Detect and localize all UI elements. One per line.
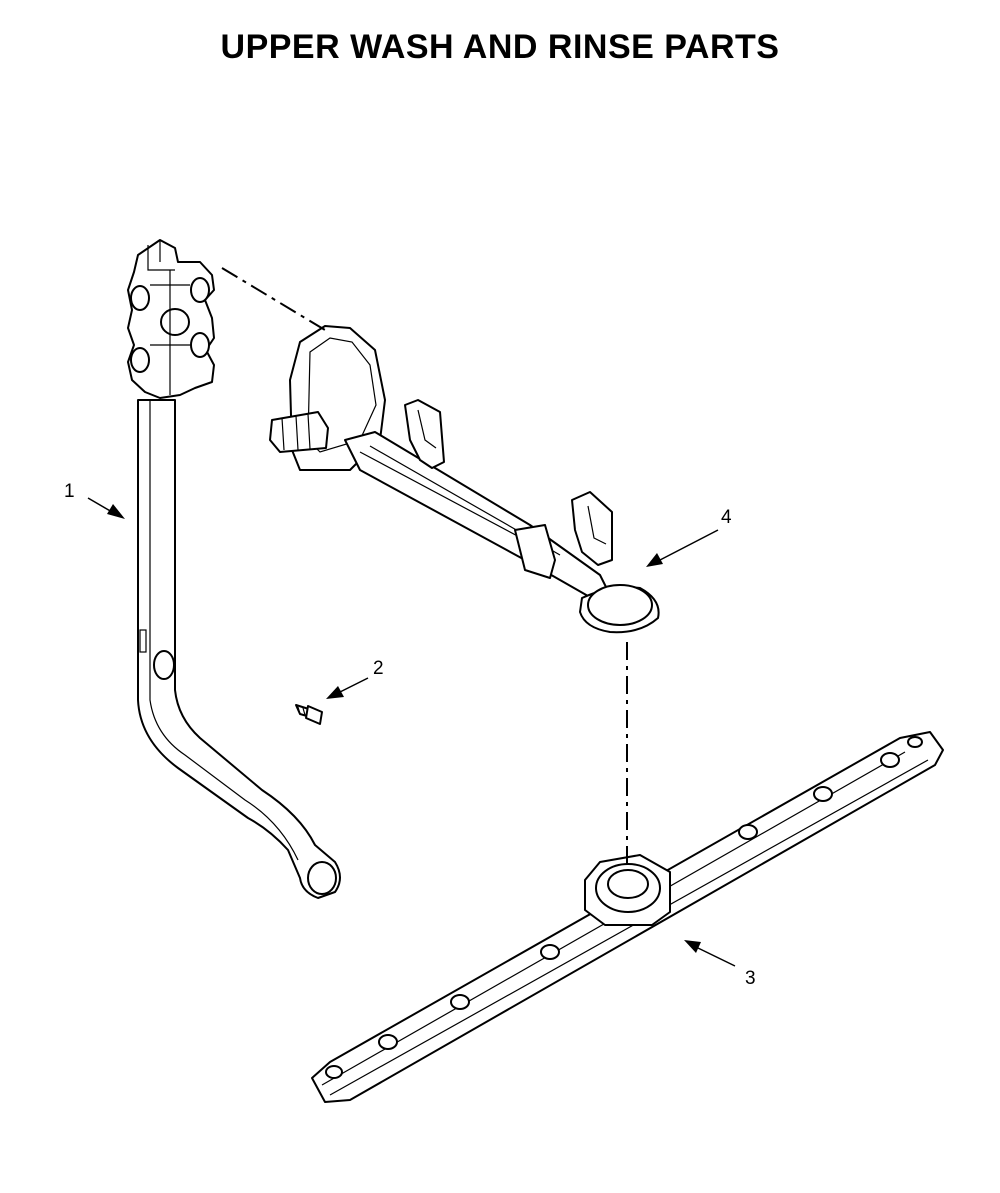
leader-arrow-3: [684, 940, 736, 967]
leader-arrow-1: [87, 497, 125, 519]
leader-arrow-2: [326, 677, 369, 699]
callout-3[interactable]: 3: [745, 968, 756, 989]
callout-4[interactable]: 4: [721, 507, 732, 528]
lower-spray-arm-part[interactable]: [311, 731, 944, 1103]
wash-tube-part[interactable]: [127, 239, 341, 899]
page-title: UPPER WASH AND RINSE PARTS: [220, 28, 780, 66]
callout-1[interactable]: 1: [64, 481, 75, 502]
leader-arrow-4: [646, 529, 719, 567]
callout-2[interactable]: 2: [373, 658, 384, 679]
screw-part[interactable]: [295, 704, 323, 725]
manifold-part[interactable]: [269, 325, 660, 634]
connector-bracket-to-manifold: [221, 267, 326, 331]
